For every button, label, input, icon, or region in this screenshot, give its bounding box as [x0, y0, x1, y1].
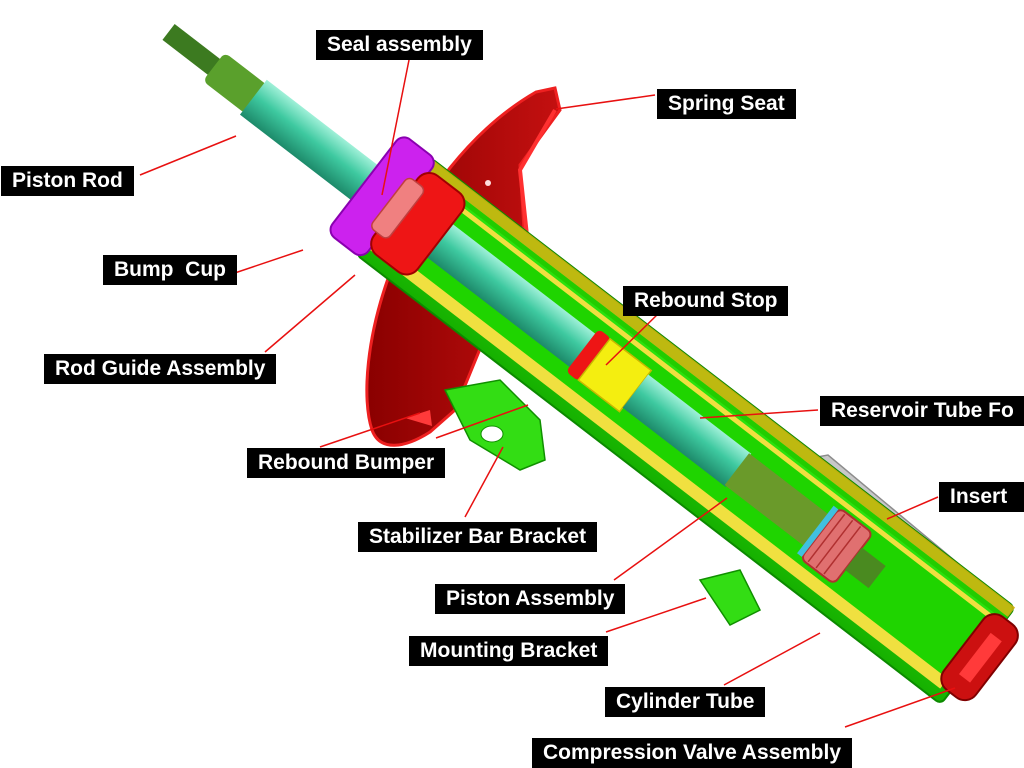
label-stabilizer-bar-bracket: Stabilizer Bar Bracket	[358, 522, 598, 552]
label-bump-cup: Bump Cup	[103, 255, 237, 285]
reservoir-tube-assembly	[329, 136, 1019, 703]
leader-reservoir-tube	[699, 409, 819, 419]
leader-stabilizer-bar-bracket	[464, 446, 504, 518]
label-reservoir-tube: Reservoir Tube Fo	[820, 396, 1024, 426]
leader-piston-assembly	[613, 497, 728, 581]
label-rebound-bumper: Rebound Bumper	[247, 448, 446, 478]
leader-mounting-bracket	[605, 597, 707, 633]
mounting-bracket	[443, 379, 762, 626]
leader-cylinder-tube	[723, 632, 821, 686]
leader-spring-seat	[555, 94, 656, 110]
label-compression-valve-assembly: Compression Valve Assembly	[532, 738, 853, 768]
leader-rebound-bumper-2	[435, 404, 529, 439]
leader-compression-valve	[844, 687, 956, 728]
label-rebound-stop: Rebound Stop	[623, 286, 789, 316]
leader-seal-assembly	[381, 54, 411, 196]
leader-rebound-stop	[605, 309, 663, 366]
label-insert: Insert	[939, 482, 1024, 512]
label-spring-seat: Spring Seat	[657, 89, 796, 119]
leader-rebound-bumper	[319, 412, 421, 448]
label-mounting-bracket: Mounting Bracket	[409, 636, 609, 666]
label-rod-guide-assembly: Rod Guide Assembly	[44, 354, 277, 384]
leader-piston-rod	[139, 135, 237, 176]
leader-rod-guide-assembly	[264, 274, 356, 353]
label-cylinder-tube: Cylinder Tube	[605, 687, 766, 717]
leader-insert	[886, 496, 939, 520]
label-piston-assembly: Piston Assembly	[435, 584, 626, 614]
label-piston-rod: Piston Rod	[1, 166, 134, 196]
label-seal-assembly: Seal assembly	[316, 30, 483, 60]
